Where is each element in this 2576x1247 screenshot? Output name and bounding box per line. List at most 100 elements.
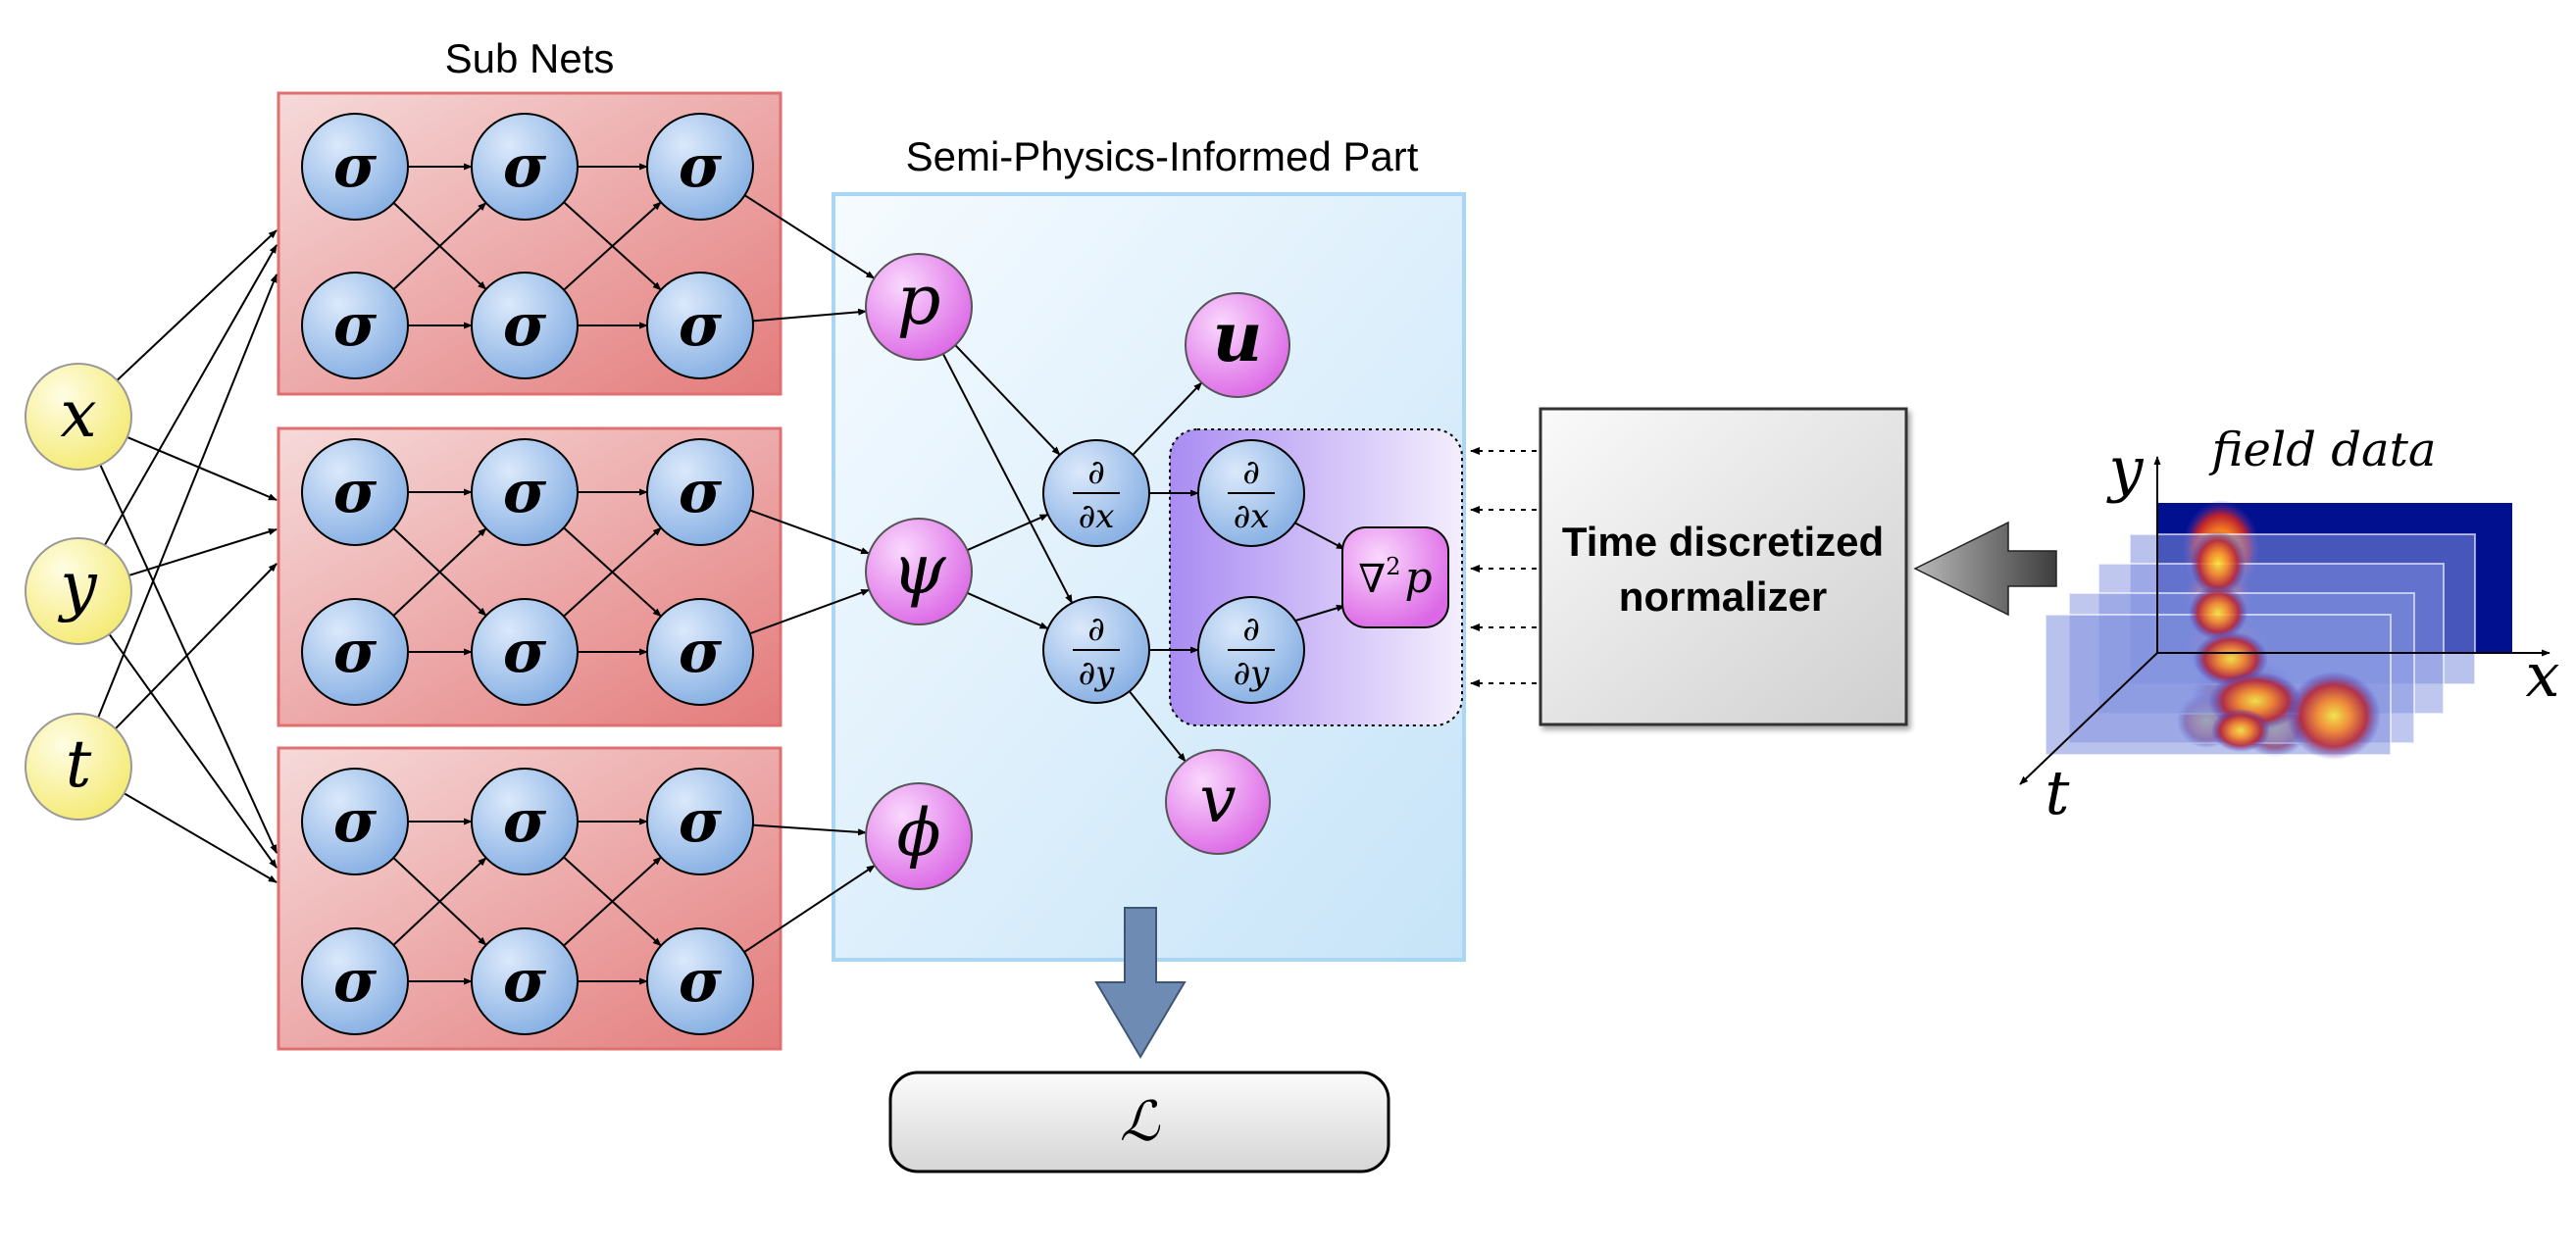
neuron-symbol: σ (679, 291, 723, 360)
neuron-symbol: σ (503, 291, 547, 360)
physics-connection (1132, 381, 1203, 456)
input-connection (126, 436, 278, 501)
neuron-symbol: σ (679, 458, 723, 526)
input-node-t: t (25, 713, 132, 821)
derived-node-u: u (1185, 292, 1290, 398)
physics-connection (941, 353, 1074, 604)
normalizer-line-2: normalizer (1619, 574, 1827, 620)
neuron-node: σ (301, 768, 409, 875)
down-arrow-icon (1094, 907, 1187, 1059)
subnet-connection (392, 202, 487, 290)
output-node-psi: ψ (865, 518, 973, 625)
loss-box (888, 1071, 1390, 1173)
input-label-t: t (66, 726, 92, 802)
physics-connection (1291, 521, 1345, 550)
deriv-den-dy: ∂y (1234, 654, 1271, 693)
input-connection (103, 244, 278, 546)
neuron-node: σ (646, 598, 754, 706)
neuron-node: σ (471, 768, 579, 875)
subnet-connection (563, 201, 662, 291)
input-connection (108, 633, 278, 869)
neuron-symbol: σ (333, 458, 378, 526)
neuron-node: σ (471, 272, 579, 379)
neuron-symbol: σ (333, 947, 378, 1016)
input-arrow-icon (1913, 521, 2057, 617)
input-connection (114, 563, 278, 730)
physics-connection (1291, 604, 1345, 623)
neuron-node: σ (471, 927, 579, 1035)
neuron-node: σ (646, 768, 754, 875)
deriv-den-dx: ∂x (1234, 497, 1270, 536)
neuron-node: σ (471, 438, 579, 546)
output-connection (749, 509, 871, 555)
subnets-title: Sub Nets (445, 35, 615, 81)
neuron-node: σ (646, 272, 754, 379)
input-connection (124, 792, 278, 883)
neuron-symbol: σ (503, 132, 547, 201)
neuron-node: σ (646, 438, 754, 546)
t-axis (2019, 652, 2158, 785)
deriv-den-dx: ∂x (1079, 497, 1115, 536)
physics-connection (1128, 690, 1187, 763)
deriv-den-dy: ∂y (1079, 654, 1116, 693)
laplacian-node: ∇2p (1341, 526, 1449, 628)
input-connection (99, 464, 278, 854)
input-connection (116, 229, 278, 381)
deriv-num: ∂ (1242, 610, 1260, 649)
neuron-symbol: σ (679, 132, 723, 201)
field-data-label: field data (2208, 423, 2436, 477)
axis-label-t: t (2046, 757, 2070, 828)
field-data-stack: field data y x t (2019, 423, 2560, 828)
deriv-num: ∂ (1087, 453, 1105, 492)
input-label-y: y (57, 548, 97, 624)
deriv-num: ∂ (1087, 610, 1105, 649)
neuron-node: σ (301, 927, 409, 1035)
deriv-num: ∂ (1242, 453, 1260, 492)
neuron-symbol: σ (679, 787, 723, 856)
neuron-symbol: σ (503, 947, 547, 1016)
output-connection (752, 823, 868, 836)
derived-label-v: v (1199, 762, 1236, 837)
neuron-symbol: σ (503, 618, 547, 686)
derived-node-v: v (1165, 749, 1271, 855)
neuron-symbol: σ (503, 458, 547, 526)
output-connection (743, 865, 876, 953)
neuron-symbol: σ (333, 618, 378, 686)
neuron-node: σ (301, 272, 409, 379)
subnet-connection (392, 527, 487, 617)
normalizer-line-1: Time discretized (1562, 519, 1884, 565)
neuron-symbol: σ (679, 618, 723, 686)
input-connection (128, 527, 278, 576)
plume-overlay (2189, 530, 2381, 760)
neuron-node: σ (301, 598, 409, 706)
neuron-node: σ (301, 113, 409, 221)
output-node-phi: ϕ (865, 782, 973, 890)
physics-connection (954, 344, 1061, 456)
output-node-p: p (865, 253, 973, 361)
neuron-symbol: σ (333, 787, 378, 856)
normalizer-box (1539, 407, 1908, 726)
output-label-psi: ψ (892, 529, 947, 610)
derived-label-u: u (1213, 296, 1263, 377)
neuron-symbol: σ (333, 291, 378, 360)
input-connection (97, 274, 278, 719)
subnet-connection (563, 526, 662, 618)
neuron-node: σ (646, 927, 754, 1035)
connection-arrows (97, 163, 1345, 985)
physics-title: Semi-Physics-Informed Part (906, 133, 1419, 179)
physics-connection (966, 591, 1049, 630)
neuron-symbol: σ (503, 787, 547, 856)
input-node-y: y (25, 537, 132, 645)
neuron-node: σ (646, 113, 754, 221)
axis-label-x: x (2526, 639, 2560, 711)
output-connection (749, 588, 871, 635)
output-connection (743, 194, 876, 279)
axis-label-y: y (2105, 433, 2144, 505)
neuron-node: σ (471, 598, 579, 706)
neuron-node: σ (301, 438, 409, 546)
output-label-p: p (897, 260, 941, 340)
neuron-layer: σ σ σ σ σ σ σ σ σ σ σ σ σ σ σ σ σ σ (301, 113, 754, 1035)
neuron-symbol: σ (679, 947, 723, 1016)
neuron-node: σ (471, 113, 579, 221)
